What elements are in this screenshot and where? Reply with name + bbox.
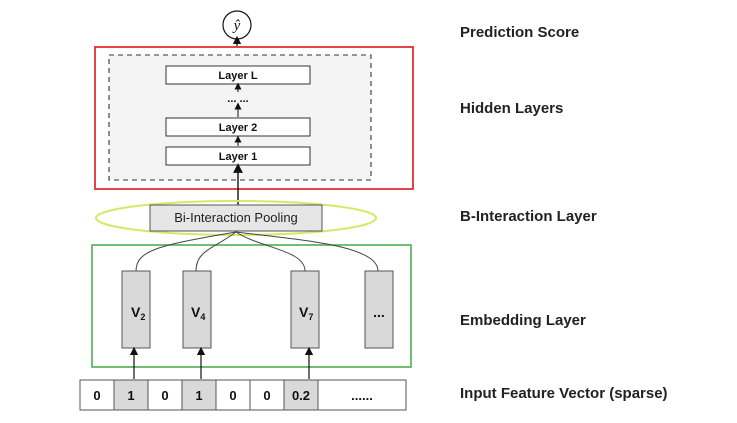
input-cell-value: 1 (127, 388, 134, 403)
label-prediction-score: Prediction Score (460, 24, 579, 41)
input-cell-value: 0.2 (292, 388, 310, 403)
label-embedding-layer: Embedding Layer (460, 312, 586, 329)
input-cell-value: ...... (351, 388, 373, 403)
input-vector: 0 1 0 1 0 0 0.2...... (79, 379, 407, 411)
embedding-v2: V2 (121, 270, 151, 349)
embedding-v4: V4 (182, 270, 212, 349)
layer-1-label: Layer 1 (219, 151, 258, 163)
embedding-v7: V7 (290, 270, 320, 349)
svg-text:V4: V4 (191, 304, 205, 322)
input-cell-value: 0 (263, 388, 270, 403)
input-cell (215, 379, 251, 411)
svg-text:...: ... (373, 304, 385, 320)
pooling-box (149, 204, 323, 232)
layer-dots: ... ... (227, 93, 248, 105)
input-cell (283, 379, 319, 411)
input-cell-value: 0 (93, 388, 100, 403)
layer-2-label: Layer 2 (219, 122, 258, 134)
output-symbol: ŷ (232, 18, 241, 34)
input-cell-value: 1 (195, 388, 202, 403)
label-interaction-layer: B-Interaction Layer (460, 208, 597, 225)
hidden-layers-frame (94, 46, 414, 190)
label-input-vector: Input Feature Vector (sparse) (460, 385, 668, 402)
interaction-ellipse (95, 200, 377, 236)
embedding-ellipsis: ... (364, 270, 394, 349)
input-cell (181, 379, 217, 411)
svg-text:V2: V2 (131, 304, 145, 322)
embedding-connections (135, 231, 379, 272)
input-cell-value: 0 (229, 388, 236, 403)
pooling-label: Bi-Interaction Pooling (174, 210, 298, 225)
embedding-frame (91, 244, 412, 368)
layer-l-label: Layer L (218, 70, 257, 82)
input-cell-value: 0 (161, 388, 168, 403)
svg-text:V7: V7 (299, 304, 313, 322)
input-cell (317, 379, 407, 411)
label-hidden-layers: Hidden Layers (460, 100, 563, 117)
input-cell (79, 379, 115, 411)
input-cell (113, 379, 149, 411)
